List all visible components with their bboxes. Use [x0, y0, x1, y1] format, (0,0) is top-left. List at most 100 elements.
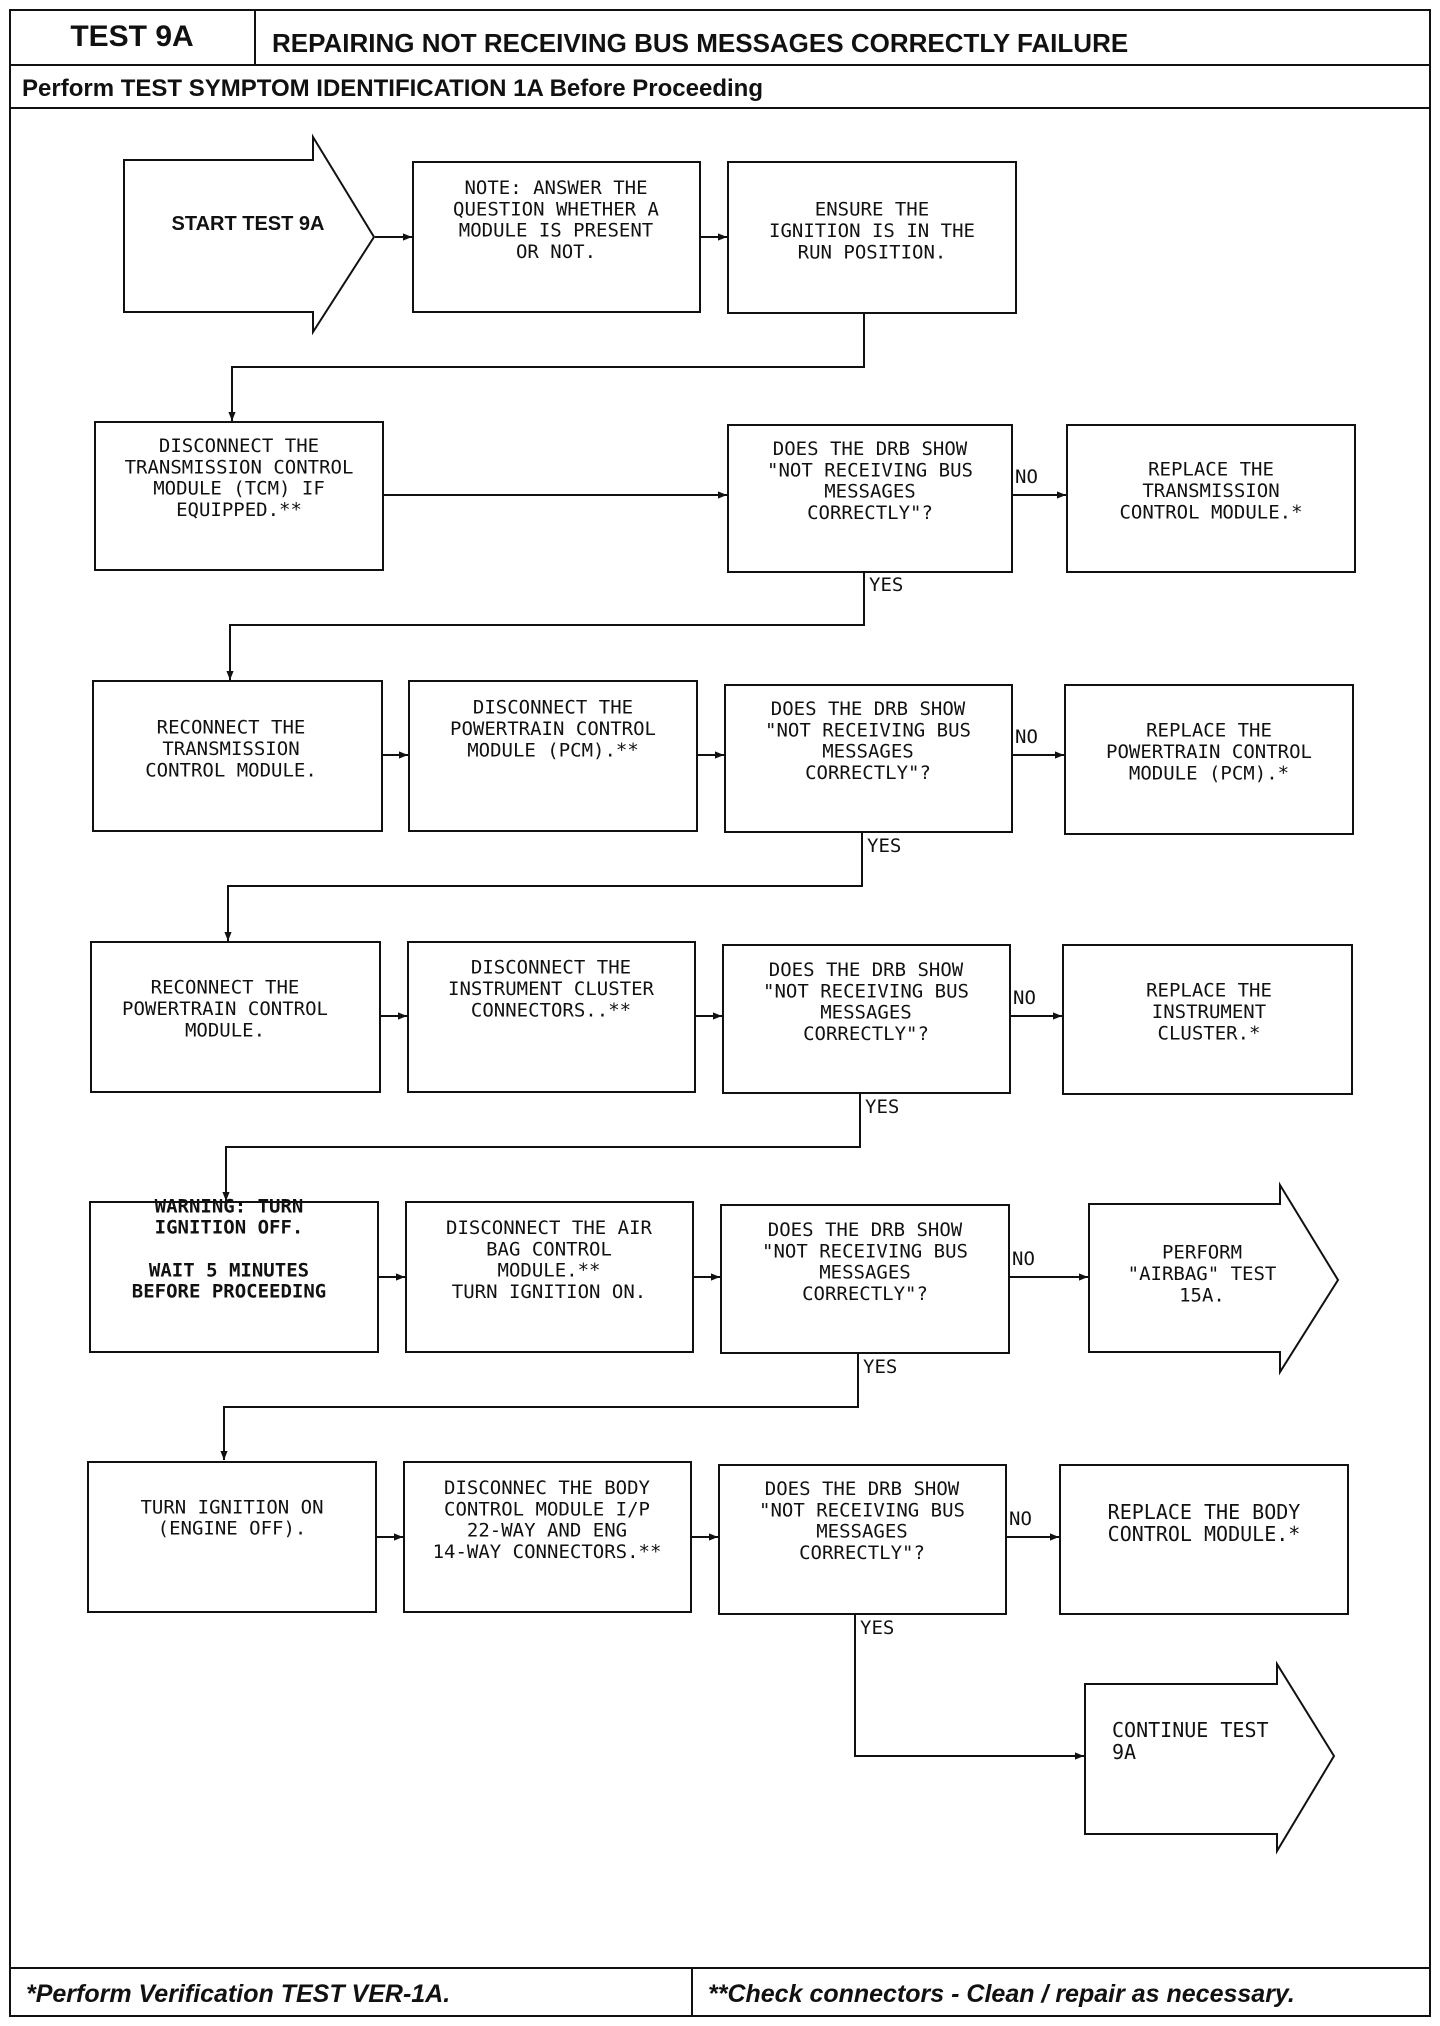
- start-text: START TEST 9A: [172, 213, 325, 235]
- turn-on-box: [87, 1461, 377, 1613]
- recon-pcm-line-2: POWERTRAIN CONTROL: [122, 998, 328, 1020]
- test-label: TEST 9A: [70, 20, 193, 53]
- page-subtitle: Perform TEST SYMPTOM IDENTIFICATION 1A B…: [22, 75, 763, 102]
- disc-bcm-line-2: CONTROL MODULE I/P: [444, 1498, 650, 1520]
- recon-tcm-line-3: CONTROL MODULE.: [145, 759, 317, 781]
- perf-air-line-1: PERFORM: [1162, 1242, 1242, 1264]
- q5-line-3: MESSAGES: [816, 1521, 908, 1543]
- footer-verification-note: *Perform Verification TEST VER-1A.: [26, 1980, 450, 2008]
- rep-tcm-line-1: REPLACE THE: [1148, 459, 1274, 481]
- label-no-q2: NO: [1015, 726, 1038, 748]
- turn-on-line-2: (ENGINE OFF).: [158, 1518, 307, 1540]
- cont-line-1: CONTINUE TEST: [1112, 1718, 1269, 1742]
- cont-line-2: 9A: [1112, 1740, 1136, 1764]
- q3-line-2: "NOT RECEIVING BUS: [763, 980, 969, 1002]
- disc-air-line-1: DISCONNECT THE AIR: [446, 1217, 652, 1239]
- turn-on-text: TURN IGNITION ON(ENGINE OFF).: [140, 1496, 323, 1539]
- rep-bcm-box: [1059, 1464, 1349, 1615]
- recon-pcm-box: [90, 941, 381, 1093]
- q1-line-3: MESSAGES: [824, 481, 916, 503]
- label-yes-q3: YES: [865, 1096, 899, 1118]
- page-title: REPAIRING NOT RECEIVING BUS MESSAGES COR…: [272, 28, 1128, 58]
- disc-pcm-line-3: MODULE (PCM).**: [467, 739, 639, 761]
- q2-line-2: "NOT RECEIVING BUS: [765, 719, 971, 741]
- q2-line-4: CORRECTLY"?: [805, 762, 931, 784]
- q5-line-4: CORRECTLY"?: [799, 1542, 925, 1564]
- disc-tcm-line-3: MODULE (TCM) IF: [153, 478, 325, 500]
- warning-line-2: IGNITION OFF.: [155, 1217, 304, 1239]
- disc-tcm-line-1: DISCONNECT THE: [159, 435, 319, 457]
- disc-tcm-line-2: TRANSMISSION CONTROL: [125, 456, 354, 478]
- label-yes-q4: YES: [863, 1356, 897, 1378]
- perform-airbag-arrow-shape: [1088, 1181, 1340, 1376]
- disc-ic-line-2: INSTRUMENT CLUSTER: [448, 978, 654, 1000]
- connectors: [220, 233, 1088, 1760]
- label-yes-q2: YES: [867, 835, 901, 857]
- disc-air-line-4: TURN IGNITION ON.: [452, 1281, 646, 1303]
- turn-on-line-1: TURN IGNITION ON: [140, 1496, 323, 1518]
- disc-bcm-line-4: 14-WAY CONNECTORS.**: [433, 1541, 662, 1563]
- warning-line-1: WARNING: TURN: [155, 1195, 304, 1217]
- disc-air-line-3: MODULE.**: [498, 1260, 601, 1282]
- disc-pcm-box: [408, 680, 698, 832]
- disc-tcm-line-4: EQUIPPED.**: [176, 499, 302, 521]
- rep-pcm-line-2: POWERTRAIN CONTROL: [1106, 741, 1312, 763]
- note-line-2: QUESTION WHETHER A: [453, 198, 659, 220]
- node-turn-on: TURN IGNITION ON(ENGINE OFF).: [87, 1461, 377, 1613]
- q3-line-3: MESSAGES: [820, 1002, 912, 1024]
- arrow-q3-yes: [222, 1093, 861, 1201]
- rep-ic-line-1: REPLACE THE: [1146, 980, 1272, 1002]
- label-yes-q1: YES: [869, 574, 903, 596]
- disc-pcm-line-2: POWERTRAIN CONTROL: [450, 718, 656, 740]
- note-line-1: NOTE: ANSWER THE: [464, 177, 647, 199]
- disc-ic-line-3: CONNECTORS..**: [471, 999, 631, 1021]
- q4-line-3: MESSAGES: [819, 1262, 911, 1284]
- ensure-line-2: IGNITION IS IN THE: [769, 220, 975, 242]
- q3-line-1: DOES THE DRB SHOW: [769, 959, 964, 981]
- q5-line-2: "NOT RECEIVING BUS: [759, 1499, 965, 1521]
- label-no-q4: NO: [1012, 1248, 1035, 1270]
- q4-line-4: CORRECTLY"?: [802, 1283, 928, 1305]
- label-no-q5: NO: [1009, 1508, 1032, 1530]
- rep-bcm-line-1: REPLACE THE BODY: [1108, 1500, 1301, 1524]
- note-box: [412, 161, 701, 313]
- start-arrow-shape: [123, 133, 376, 336]
- rep-tcm-line-2: TRANSMISSION: [1142, 480, 1279, 502]
- ensure-box: [727, 161, 1017, 314]
- q5-line-1: DOES THE DRB SHOW: [765, 1478, 960, 1500]
- rep-ic-box: [1062, 944, 1353, 1095]
- disc-bcm-line-3: 22-WAY AND ENG: [467, 1520, 627, 1542]
- q1-line-1: DOES THE DRB SHOW: [773, 438, 968, 460]
